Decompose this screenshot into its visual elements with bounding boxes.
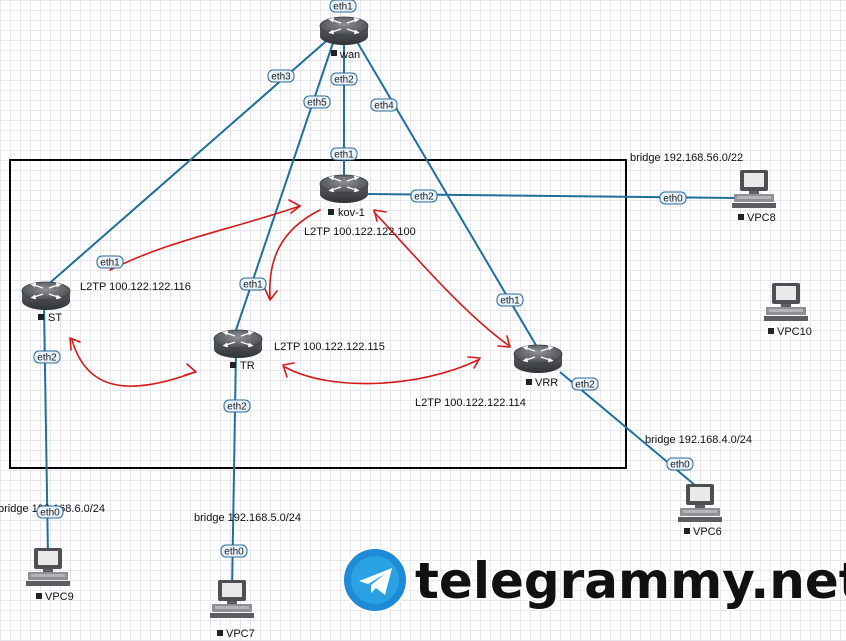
router-st[interactable] bbox=[21, 281, 71, 311]
port-vpc7-eth0[interactable]: eth0 bbox=[220, 544, 248, 558]
port-tr-eth1[interactable]: eth1 bbox=[239, 277, 267, 291]
pc-vpc9[interactable] bbox=[26, 548, 70, 586]
l2tp-kov1: L2TP 100.122.122.100 bbox=[304, 226, 416, 238]
label-vpc7: VPC7 bbox=[226, 628, 255, 640]
router-st-icon bbox=[21, 281, 71, 311]
port-kov1-eth2[interactable]: eth2 bbox=[410, 189, 438, 203]
svg-text:eth1: eth1 bbox=[334, 150, 354, 161]
svg-text:eth0: eth0 bbox=[40, 508, 60, 519]
pc-vpc6[interactable] bbox=[678, 484, 722, 522]
port-wan-eth4[interactable]: eth4 bbox=[370, 98, 398, 112]
svg-text:eth5: eth5 bbox=[307, 98, 327, 109]
port-st-eth2[interactable]: eth2 bbox=[33, 350, 61, 364]
router-wan[interactable] bbox=[319, 16, 369, 46]
svg-text:eth2: eth2 bbox=[227, 402, 247, 413]
svg-text:eth2: eth2 bbox=[414, 192, 434, 203]
router-tr-icon bbox=[213, 329, 263, 359]
svg-text:eth4: eth4 bbox=[374, 101, 394, 112]
svg-text:eth1: eth1 bbox=[100, 258, 120, 269]
tunnel-tr-vrr bbox=[284, 359, 479, 385]
svg-text:eth1: eth1 bbox=[333, 2, 353, 13]
l2tp-st: L2TP 100.122.122.116 bbox=[80, 281, 191, 293]
bridge-vpc7: bridge 192.168.5.0/24 bbox=[194, 512, 301, 524]
label-vpc6: VPC6 bbox=[693, 526, 722, 538]
tunnel-kov1-vrr bbox=[373, 211, 509, 346]
watermark-text: telegrammy.net bbox=[415, 552, 846, 610]
router-tr[interactable] bbox=[213, 329, 263, 359]
port-vpc8-eth0[interactable]: eth0 bbox=[659, 191, 687, 205]
pc-vpc8-icon bbox=[732, 170, 776, 208]
pc-vpc10[interactable] bbox=[764, 283, 808, 321]
label-tr: TR bbox=[240, 360, 255, 372]
port-wan-eth3[interactable]: eth3 bbox=[267, 69, 295, 83]
router-vrr[interactable] bbox=[513, 344, 563, 374]
node-labels: wan kov-1 ST TR VRR VPC8 VPC10 VPC6 VPC9… bbox=[36, 49, 812, 640]
port-wan-eth2[interactable]: eth2 bbox=[330, 72, 358, 86]
tunnel-st-kov1 bbox=[109, 205, 301, 271]
port-st-eth1[interactable]: eth1 bbox=[96, 255, 124, 269]
l2tp-vrr: L2TP 100.122.122.114 bbox=[415, 397, 526, 409]
pc-vpc10-icon bbox=[764, 283, 808, 321]
pc-vpc9-icon bbox=[26, 548, 70, 586]
label-vrr: VRR bbox=[535, 377, 558, 389]
port-vpc6-eth0[interactable]: eth0 bbox=[666, 457, 694, 471]
tunnel-st-tr bbox=[71, 339, 196, 387]
svg-text:eth1: eth1 bbox=[500, 296, 520, 307]
svg-text:eth1: eth1 bbox=[243, 280, 263, 291]
port-vrr-eth2[interactable]: eth2 bbox=[571, 377, 599, 391]
port-wan-eth1[interactable]: eth1 bbox=[329, 0, 357, 13]
port-vpc9-eth0[interactable]: eth0 bbox=[36, 505, 64, 519]
label-vpc10: VPC10 bbox=[777, 326, 812, 338]
router-kov1[interactable] bbox=[319, 174, 369, 204]
port-kov1-eth1[interactable]: eth1 bbox=[330, 147, 358, 161]
svg-text:eth0: eth0 bbox=[663, 194, 683, 205]
label-st: ST bbox=[48, 312, 62, 324]
svg-text:eth0: eth0 bbox=[670, 460, 690, 471]
bridge-vpc6: bridge 192.168.4.0/24 bbox=[645, 434, 752, 446]
svg-text:eth2: eth2 bbox=[334, 75, 354, 86]
router-wan-icon bbox=[319, 16, 369, 46]
label-kov1: kov-1 bbox=[338, 207, 365, 219]
l2tp-labels: L2TP 100.122.122.100 L2TP 100.122.122.11… bbox=[80, 226, 526, 409]
pc-vpc7[interactable] bbox=[210, 580, 254, 618]
l2tp-tunnels bbox=[69, 199, 511, 387]
telegram-logo-icon bbox=[342, 547, 408, 613]
svg-text:eth3: eth3 bbox=[271, 72, 291, 83]
pc-vpc8[interactable] bbox=[732, 170, 776, 208]
svg-text:eth0: eth0 bbox=[224, 547, 244, 558]
port-vrr-eth1[interactable]: eth1 bbox=[496, 293, 524, 307]
label-vpc9: VPC9 bbox=[45, 591, 74, 603]
pc-vpc6-icon bbox=[678, 484, 722, 522]
bridge-vpc8: bridge 192.168.56.0/22 bbox=[630, 152, 743, 164]
port-tr-eth2[interactable]: eth2 bbox=[223, 399, 251, 413]
port-labels: eth1 eth3 eth2 eth5 eth4 eth1 eth2 eth0 bbox=[33, 0, 694, 558]
lab-boundary-frame bbox=[9, 159, 627, 469]
svg-text:eth2: eth2 bbox=[575, 380, 595, 391]
svg-text:eth2: eth2 bbox=[37, 353, 57, 364]
pc-vpc7-icon bbox=[210, 580, 254, 618]
router-vrr-icon bbox=[513, 344, 563, 374]
label-vpc8: VPC8 bbox=[747, 212, 776, 224]
port-wan-eth5[interactable]: eth5 bbox=[303, 95, 331, 109]
watermark: telegrammy.net bbox=[342, 547, 846, 613]
l2tp-tr: L2TP 100.122.122.115 bbox=[274, 341, 385, 353]
tunnel-tr-kov1 bbox=[269, 209, 321, 299]
links bbox=[43, 35, 736, 593]
label-wan: wan bbox=[339, 49, 360, 61]
router-kov1-icon bbox=[319, 174, 369, 204]
